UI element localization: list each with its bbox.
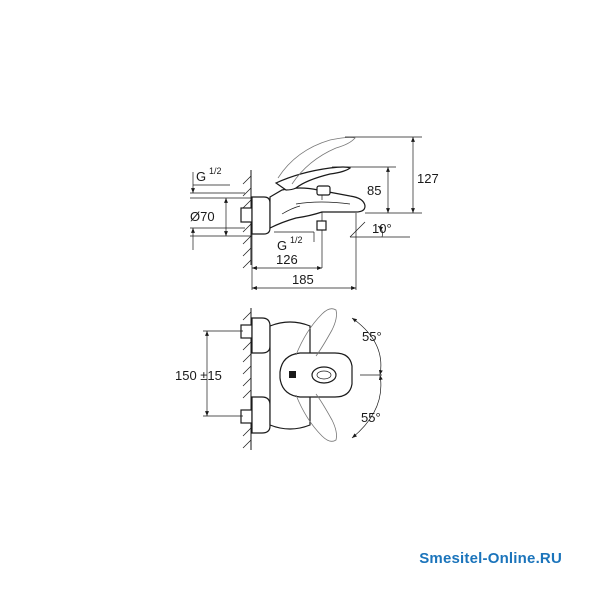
side-view: G 1/2 Ø70 G 1/2 127 85 10° 126 185 [190,136,439,290]
inlet-nut-lower [240,409,253,424]
inlet-nut-upper [240,324,253,339]
depth-185-label: 185 [292,272,314,287]
top-view: 55° 55° 150 ±15 [175,308,383,450]
thread-bottom-label: G [277,238,287,253]
lever-ghost-lower [295,393,337,442]
temp-indicator [289,371,296,378]
thread-bottom-fraction: 1/2 [290,235,303,245]
escutcheon-upper [251,317,271,354]
angle-55-bottom-label: 55° [361,410,381,425]
height-127-label: 127 [417,171,439,186]
lever-side [274,166,352,191]
angle-10-label: 10° [372,221,392,236]
thread-top-label: G [196,169,206,184]
mixer-body-side [269,187,366,229]
escutcheon-side [251,196,271,235]
watermark: Smesitel-Online.RU [419,550,562,567]
height-85-label: 85 [367,183,381,198]
shower-outlet [316,220,327,231]
thread-top-fraction: 1/2 [209,166,222,176]
depth-126-label: 126 [276,252,298,267]
diameter-label: Ø70 [190,209,215,224]
spacing-label: 150 ±15 [175,368,222,383]
handle-grip [311,366,337,384]
diverter-knob [316,185,331,196]
inlet-nut-side [240,207,253,223]
lever-ghost-upper [295,308,337,357]
lever-ghost-side [277,136,356,185]
escutcheon-lower [251,396,271,434]
angle-55-top-label: 55° [362,329,382,344]
